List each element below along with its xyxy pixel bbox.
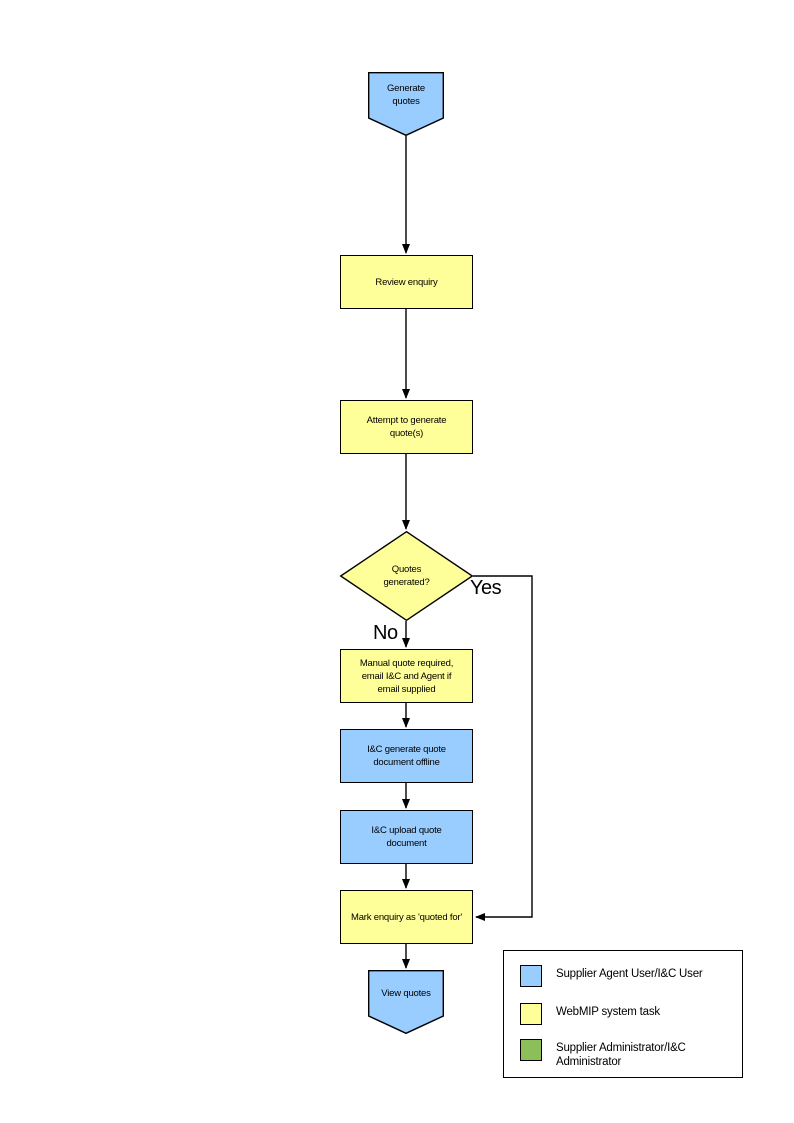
legend-item-supplier-agent-user: Supplier Agent User/I&C User — [520, 965, 732, 987]
node-label-ic-upload-quote-document: I&C upload quote document — [371, 825, 442, 849]
node-quotes-generated[interactable]: Quotes generated? — [339, 530, 474, 622]
edge-label-yes: Yes — [470, 577, 502, 599]
legend-label-supplier-administrator: Supplier Administrator/I&C Administrator — [556, 1042, 686, 1068]
diamond-path — [339, 530, 474, 622]
node-ic-upload-quote-document[interactable]: I&C upload quote document — [340, 810, 473, 864]
node-review-enquiry[interactable]: Review enquiry — [340, 255, 473, 309]
legend-swatch-yellow — [520, 1003, 542, 1025]
node-label-ic-generate-quote-offline: I&C generate quote document offline — [367, 744, 446, 768]
node-label-generate-quotes: Generate quotes — [386, 83, 425, 107]
node-manual-quote-required[interactable]: Manual quote required, email I&C and Age… — [340, 649, 473, 703]
node-attempt-generate-quotes[interactable]: Attempt to generate quote(s) — [340, 400, 473, 454]
legend-label-webmip-system-task: WebMIP system task — [556, 1006, 660, 1018]
node-view-quotes[interactable]: View quotes — [367, 969, 445, 1035]
legend-swatch-green — [520, 1039, 542, 1061]
legend-box: Supplier Agent User/I&C User WebMIP syst… — [503, 950, 743, 1078]
node-label-manual-quote-required: Manual quote required, email I&C and Age… — [359, 657, 454, 695]
node-label-view-quotes: View quotes — [381, 987, 431, 999]
pentagon-shape-view-quotes — [367, 969, 445, 1035]
legend-item-supplier-administrator: Supplier Administrator/I&C Administrator — [520, 1039, 732, 1069]
edge-decision-yes-to-mark — [473, 575, 533, 921]
pentagon-shape-generate-quotes — [367, 71, 445, 137]
edge-label-no: No — [373, 622, 398, 644]
legend-label-supplier-agent-user: Supplier Agent User/I&C User — [556, 968, 703, 980]
node-label-review-enquiry: Review enquiry — [375, 276, 438, 288]
legend-swatch-blue — [520, 965, 542, 987]
pentagon-path — [367, 969, 445, 1035]
node-ic-generate-quote-offline[interactable]: I&C generate quote document offline — [340, 729, 473, 783]
node-generate-quotes[interactable]: Generate quotes — [367, 71, 445, 137]
node-label-mark-enquiry-quoted-for: Mark enquiry as 'quoted for' — [350, 911, 463, 923]
node-mark-enquiry-quoted-for[interactable]: Mark enquiry as 'quoted for' — [340, 890, 473, 944]
node-label-quotes-generated: Quotes generated? — [383, 564, 430, 588]
diamond-shape-quotes-generated — [339, 530, 474, 622]
pentagon-path — [367, 71, 445, 137]
node-label-attempt-generate-quotes: Attempt to generate quote(s) — [366, 415, 447, 439]
legend-item-webmip-system-task: WebMIP system task — [520, 1003, 732, 1025]
